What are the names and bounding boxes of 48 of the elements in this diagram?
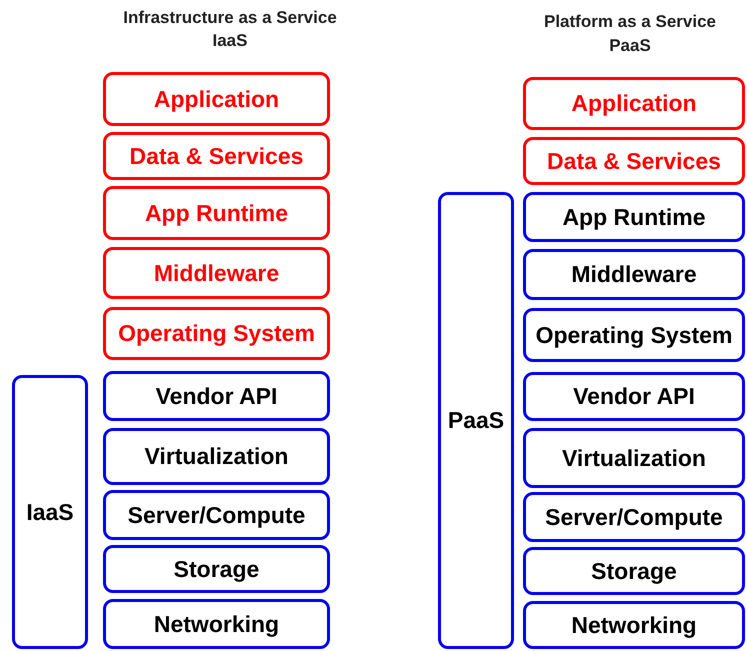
layer-label: Operating System (536, 322, 732, 348)
layer-box (523, 308, 745, 362)
layer-label: App Runtime (144, 200, 288, 226)
layer-label: Middleware (154, 260, 280, 286)
layer-box (523, 192, 745, 242)
layer-label: Virtualization (144, 443, 288, 470)
layer-box (103, 371, 330, 421)
layer-box (103, 545, 330, 593)
layer-label: Networking (571, 612, 697, 638)
layer-box (523, 492, 745, 542)
layer-box (103, 599, 330, 649)
layer-label: Vendor API (573, 383, 695, 410)
layer-label: Vendor API (156, 382, 278, 410)
layer-label: Storage (591, 558, 677, 584)
layer-label: Server/Compute (545, 504, 723, 530)
layer-label: IaaS (26, 498, 74, 526)
layer-box (103, 186, 330, 240)
layer-label: Operating System (118, 320, 315, 347)
layer-label: Middleware (571, 261, 697, 288)
layer-box (523, 428, 745, 488)
layer-label: Virtualization (562, 444, 706, 472)
layer-label: PaaS (448, 407, 504, 434)
column-heading: PaaS (608, 36, 652, 56)
column-heading: IaaS (212, 31, 248, 51)
column-heading: Infrastructure as a Service (122, 8, 338, 28)
layer-box (523, 601, 745, 649)
layer-label: Data & Services (130, 142, 304, 170)
layer-box (103, 132, 330, 180)
layer-box (523, 137, 745, 185)
layer-box (523, 249, 745, 300)
layer-label: Data & Services (547, 148, 721, 174)
layer-box (523, 372, 745, 421)
column-heading: Platform as a Service (543, 12, 717, 32)
layer-box (523, 77, 745, 130)
layer-box (103, 247, 330, 299)
layer-label: Application (154, 86, 280, 112)
bracket-box (12, 375, 88, 649)
layer-label: App Runtime (562, 204, 706, 230)
layer-box (103, 72, 330, 126)
layer-box (103, 490, 330, 540)
layer-box (103, 428, 330, 485)
layer-box (103, 307, 330, 360)
layer-label: Storage (174, 556, 260, 582)
layer-box (523, 547, 745, 595)
layer-label: Server/Compute (128, 502, 306, 528)
layer-label: Networking (154, 610, 280, 638)
bracket-box (438, 192, 514, 649)
layer-label: Application (571, 90, 697, 117)
